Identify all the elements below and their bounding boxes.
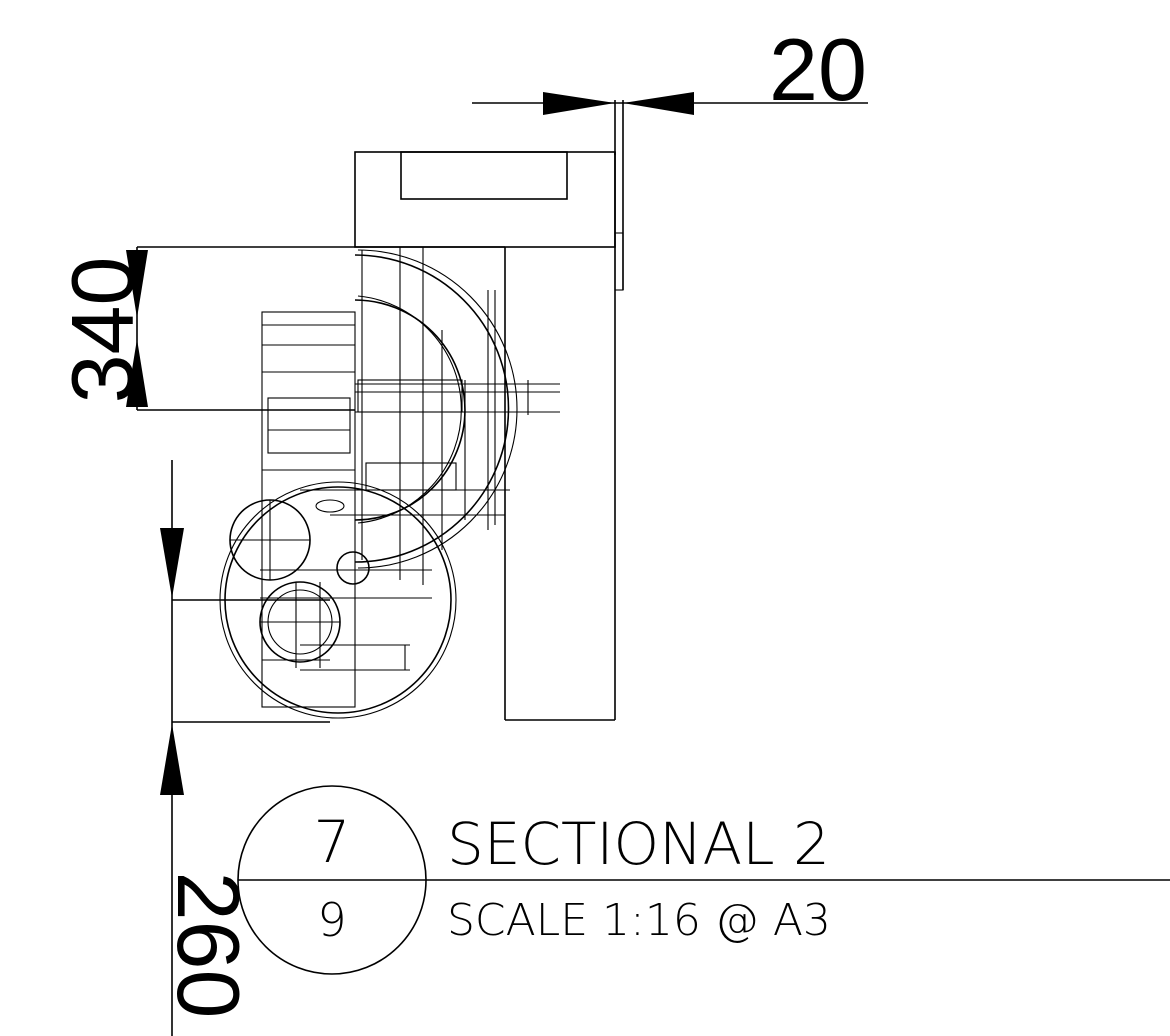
section-geometry	[219, 151, 624, 721]
slot-ellipse	[315, 499, 345, 513]
tiny-circle	[336, 551, 370, 585]
dimension-left-upper: 340	[53, 246, 505, 411]
arrow-lower-top	[160, 528, 184, 598]
lower-large-circle-2	[219, 481, 457, 719]
top-plate	[614, 232, 624, 291]
dimension-text-left-lower: 260	[159, 872, 258, 1019]
large-arc-outer-2	[357, 249, 518, 569]
mid-rect	[357, 379, 463, 413]
inner-arc-2	[357, 295, 462, 524]
left-block-inner	[267, 397, 351, 454]
callout-sheet: 9	[317, 893, 346, 947]
lower-large-circle	[224, 486, 452, 714]
dimension-top: 20	[472, 20, 868, 290]
dimension-text-left-upper: 340	[53, 257, 152, 404]
callout-title: SECTIONAL 2	[447, 810, 830, 878]
arrow-top-right	[623, 92, 694, 115]
arrow-top-left	[543, 92, 615, 115]
arrow-lower-bottom	[160, 724, 184, 795]
callout-scale: SCALE 1:16 @ A3	[447, 895, 831, 946]
dimension-text-top: 20	[769, 20, 867, 119]
large-arc-outer	[354, 254, 510, 563]
dimension-left-lower: 260	[159, 460, 330, 1036]
arrow-upper-bottom	[126, 339, 148, 407]
section-callout: 7 9 SECTIONAL 2 SCALE 1:16 @ A3	[237, 785, 1170, 975]
callout-number: 7	[314, 808, 351, 876]
arrow-upper-top	[126, 250, 148, 318]
top-slot	[400, 151, 568, 200]
